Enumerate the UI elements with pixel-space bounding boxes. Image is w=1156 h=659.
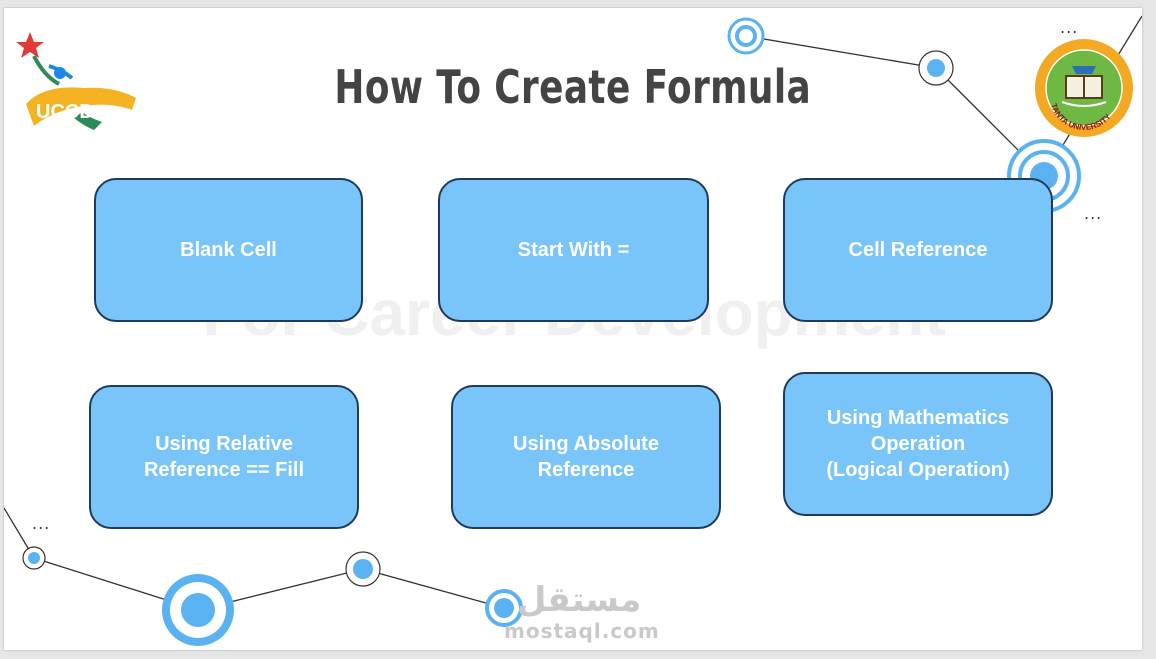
card-label: Using Mathematics Operation (Logical Ope…	[826, 407, 1010, 481]
circle-node	[727, 17, 765, 55]
circle-node	[162, 574, 234, 646]
card-label: Using Absolute Reference	[513, 433, 659, 481]
card-label: Blank Cell	[180, 239, 277, 261]
page-title: How To Create Formula	[334, 60, 812, 114]
ucc-logo-text: UCCD	[36, 101, 94, 123]
ucc-logo: UCCD	[14, 26, 144, 131]
card-relative-reference[interactable]: Using Relative Reference == Fill	[89, 385, 359, 529]
circle-node	[22, 546, 46, 570]
ellipsis-top-right: ...	[1060, 18, 1079, 37]
card-cell-reference[interactable]: Cell Reference	[783, 178, 1053, 322]
mostaql-watermark: مستقل mostaql.com	[504, 580, 660, 643]
card-blank-cell[interactable]: Blank Cell	[94, 178, 363, 322]
card-label: Cell Reference	[848, 239, 988, 261]
tanta-university-seal: TANTA UNIVERSITY	[1032, 36, 1136, 140]
watermark-arabic: مستقل	[516, 580, 642, 620]
ellipsis-right: ...	[1084, 204, 1103, 223]
ellipsis-bottom-left: ...	[32, 514, 51, 533]
card-start-with-equals[interactable]: Start With =	[438, 178, 709, 322]
card-label: Start With =	[517, 239, 630, 261]
circle-node	[345, 551, 381, 587]
card-absolute-reference[interactable]: Using Absolute Reference	[451, 385, 721, 529]
card-mathematics-operation[interactable]: Using Mathematics Operation (Logical Ope…	[783, 372, 1053, 516]
decorative-network	[4, 15, 1142, 646]
ucc-logo-icon: UCCD	[16, 32, 136, 130]
tanta-university-seal-icon: TANTA UNIVERSITY	[1035, 39, 1133, 137]
circle-node	[485, 589, 523, 627]
card-label: Using Relative Reference == Fill	[143, 433, 305, 481]
watermark-latin: mostaql.com	[504, 619, 660, 643]
slide: rsi For Career Development	[4, 8, 1142, 650]
circle-node	[918, 50, 954, 86]
